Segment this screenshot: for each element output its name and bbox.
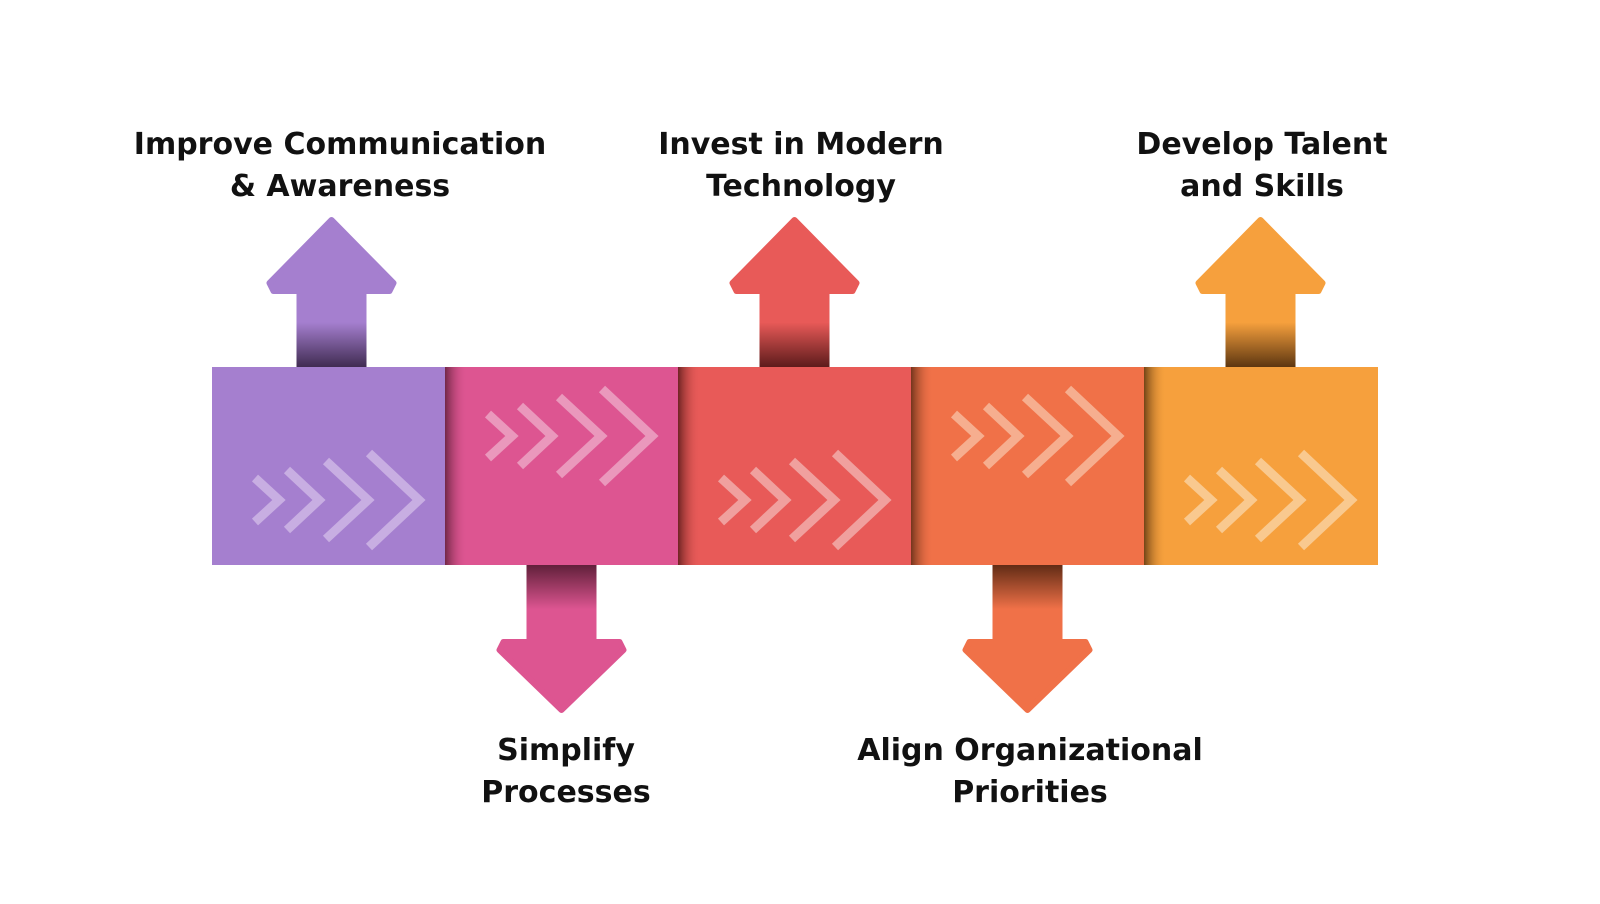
step-block-5	[1144, 367, 1378, 565]
label-step-5: Develop Talent and Skills	[1136, 124, 1387, 208]
label-step-1-line2: & Awareness	[229, 169, 451, 204]
step-block-4	[911, 367, 1145, 565]
label-step-2-line2: Processes	[481, 775, 651, 810]
label-step-4-line1: Align Organizational	[857, 733, 1203, 768]
chevrons-icon-2	[484, 385, 659, 487]
chevrons-icon-4	[950, 385, 1125, 487]
step-block-2	[445, 367, 679, 565]
chevrons-icon-3	[717, 449, 892, 551]
label-step-4-line2: Priorities	[952, 775, 1108, 810]
label-step-5-line1: Develop Talent	[1136, 127, 1388, 162]
label-step-1-line1: Improve Communication	[133, 127, 547, 162]
blocks-layer	[212, 367, 1378, 565]
step-block-3	[678, 367, 912, 565]
label-step-3-line1: Invest in Modern	[658, 127, 944, 162]
chevrons-icon-5	[1183, 449, 1358, 551]
up-arrow-icon-1	[266, 217, 397, 368]
chevrons-icon-1	[251, 449, 426, 551]
label-step-5-line2: and Skills	[1180, 169, 1344, 204]
up-arrow-icon-3	[729, 217, 860, 368]
label-step-1: Improve Communication & Awareness	[134, 124, 546, 208]
label-step-2: Simplify Processes	[481, 730, 650, 814]
down-arrow-icon-2	[496, 564, 627, 713]
label-step-4: Align Organizational Priorities	[857, 730, 1203, 814]
label-step-2-line1: Simplify	[497, 733, 635, 768]
up-arrow-icon-5	[1195, 217, 1326, 368]
label-step-3: Invest in Modern Technology	[658, 124, 944, 208]
arrows-layer	[266, 217, 1326, 713]
step-block-1	[212, 367, 446, 565]
label-step-3-line2: Technology	[706, 169, 896, 204]
down-arrow-icon-4	[962, 564, 1093, 713]
